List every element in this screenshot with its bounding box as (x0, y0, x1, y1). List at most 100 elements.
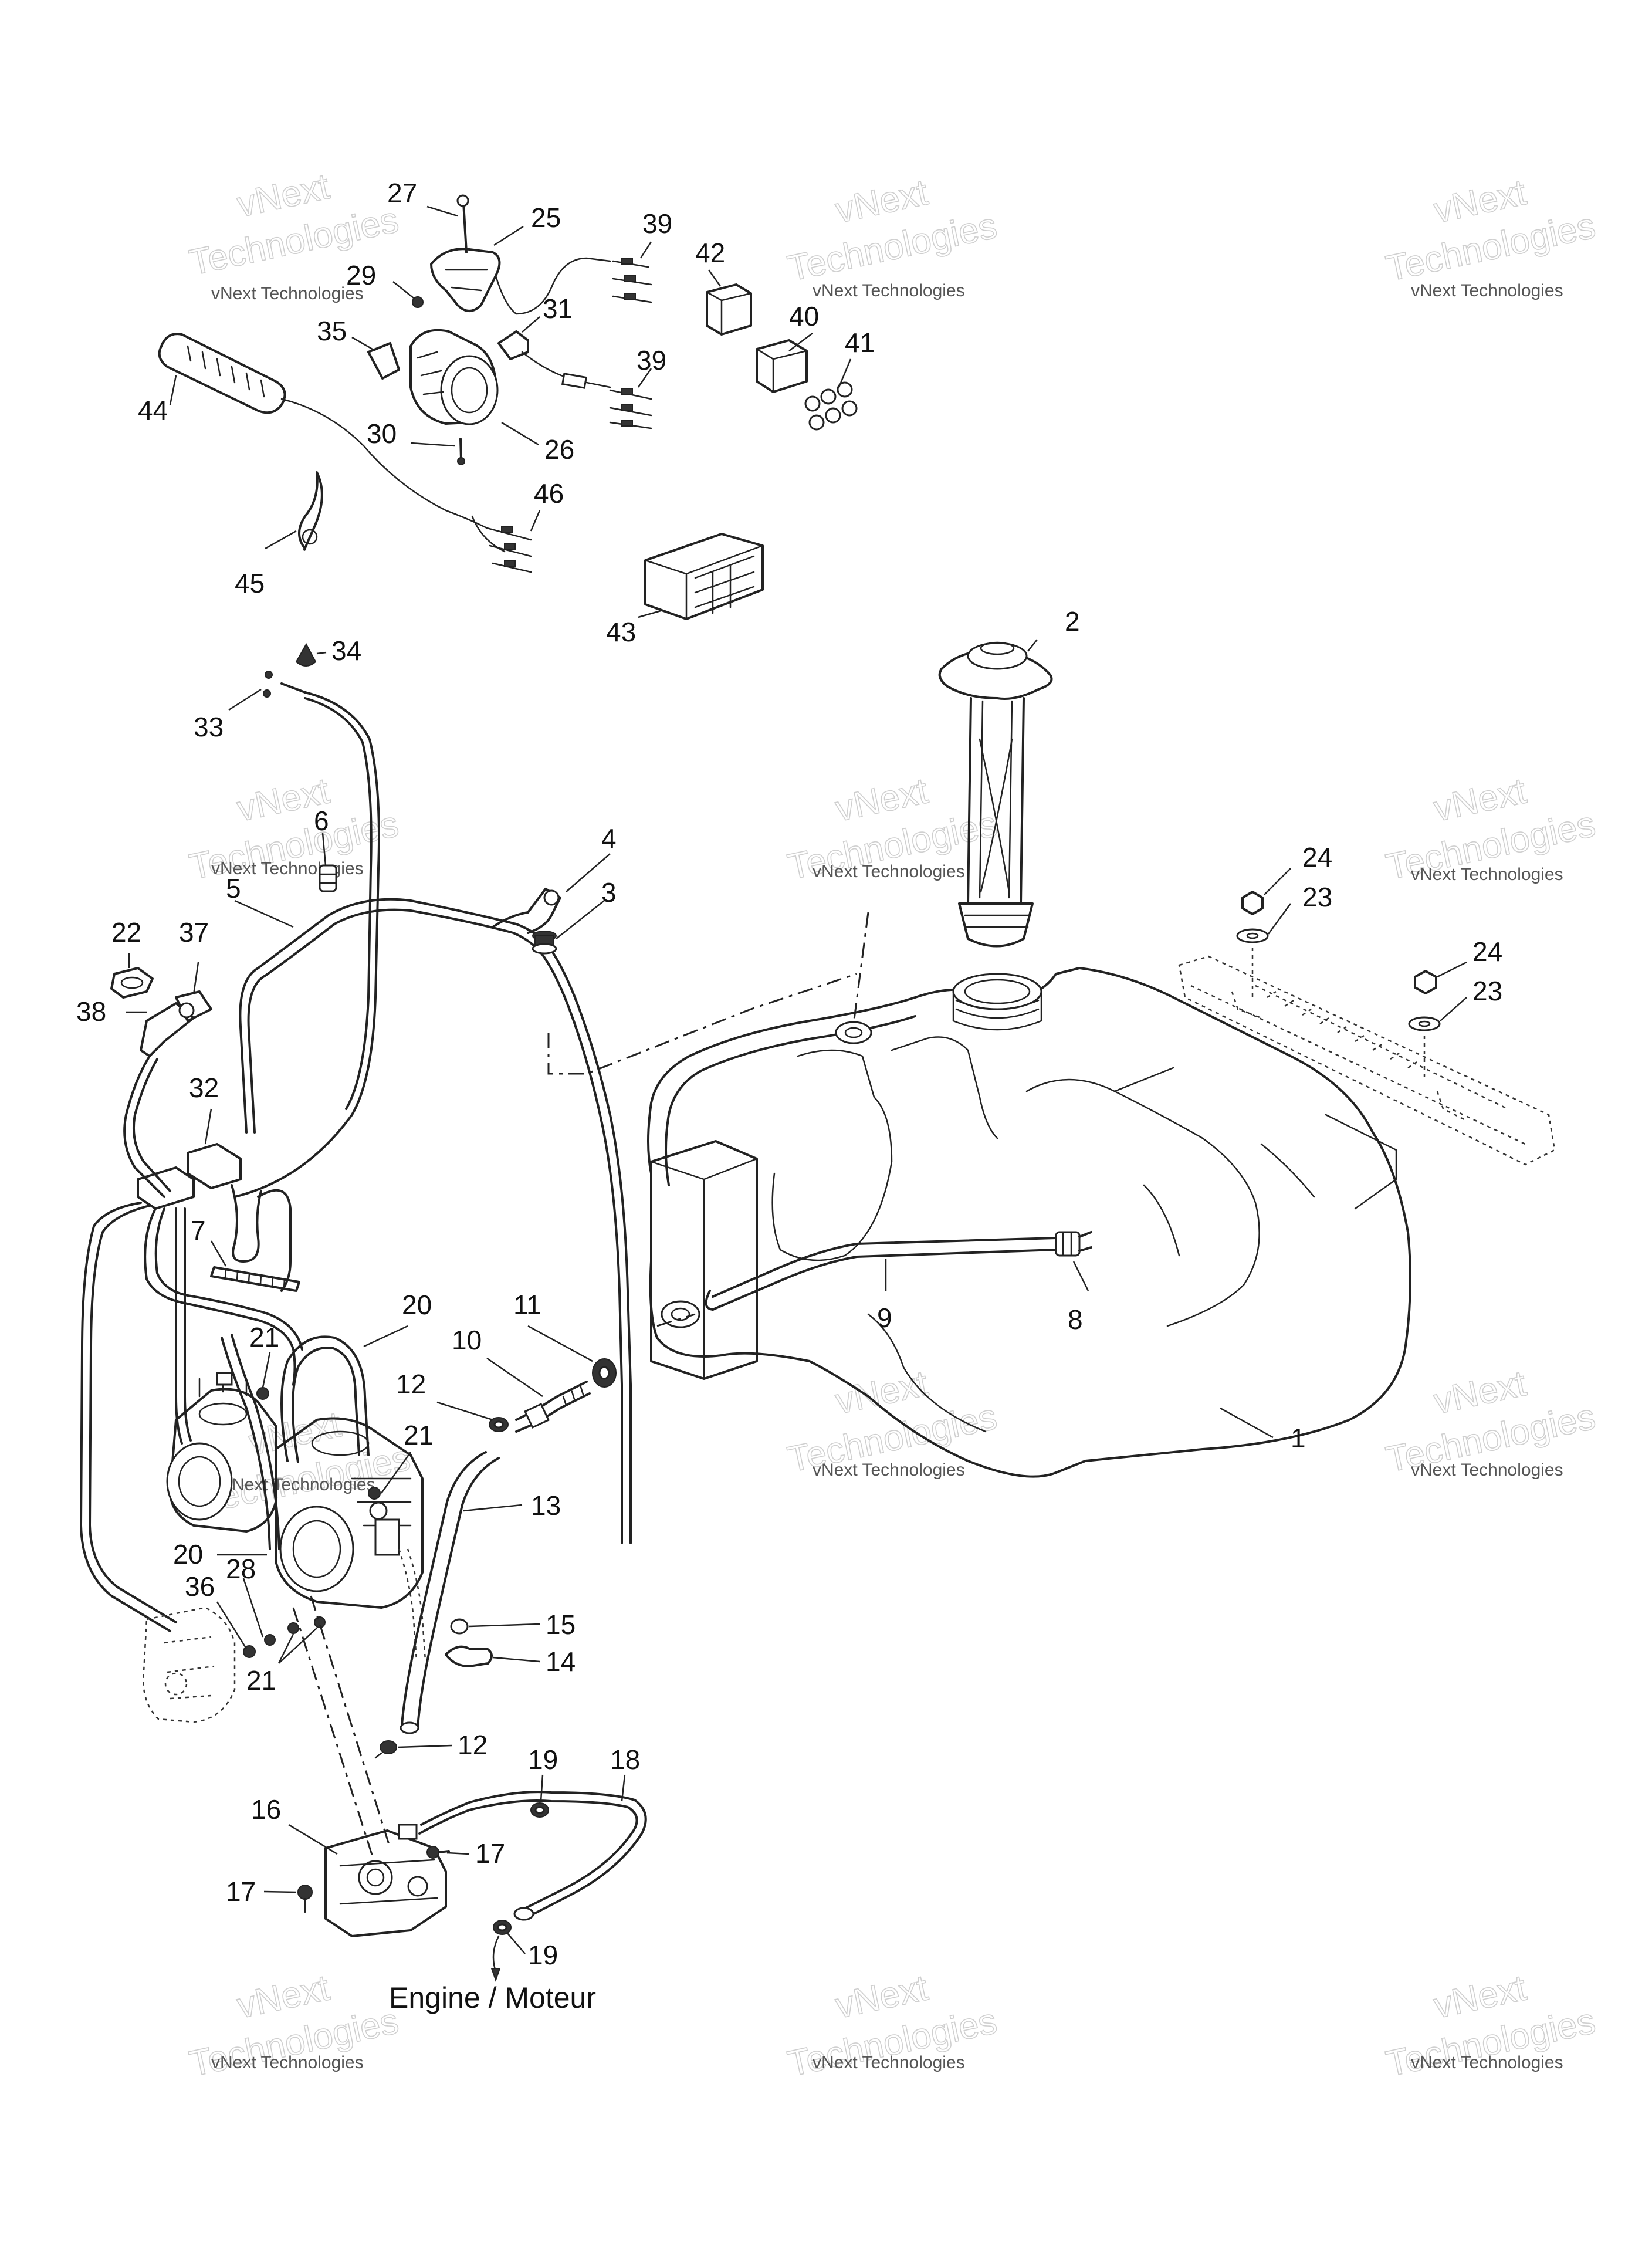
callout-37: 37 (179, 917, 209, 948)
cap-part-34 (295, 642, 317, 667)
callout-33: 33 (194, 712, 224, 742)
callout-21: 21 (246, 1665, 276, 1696)
choke-lever-part-37 (140, 990, 212, 1057)
nut-part-22 (110, 967, 154, 999)
cables-group (80, 642, 632, 1632)
callout-14: 14 (546, 1646, 576, 1677)
fuel-hose-part-13 (400, 1451, 500, 1734)
callout-38: 38 (76, 996, 106, 1027)
callout-27: 27 (387, 178, 417, 208)
fitting-part-6 (319, 864, 337, 892)
watermark-text: vNext Technologies (1411, 281, 1563, 300)
callout-39: 39 (642, 208, 672, 239)
fuel-pump-group (292, 1358, 647, 1983)
callout-42: 42 (695, 238, 725, 268)
watermark-text: vNext Technologies (813, 862, 965, 881)
screw-part-29 (412, 296, 424, 308)
throttle-housing-part-26 (409, 329, 499, 425)
cable-end-part-33 (263, 671, 306, 698)
watermark-text: vNext Technologies (1411, 2053, 1563, 2072)
fitting-part-8 (1055, 1231, 1092, 1257)
callout-21: 21 (249, 1322, 279, 1352)
callout-31: 31 (543, 293, 573, 324)
terminals-part-46 (486, 526, 532, 573)
callout-24: 24 (1302, 842, 1332, 872)
callout-19: 19 (528, 1940, 558, 1970)
oil-pump-body (143, 1606, 236, 1723)
callout-12: 12 (458, 1730, 488, 1760)
callout-26: 26 (544, 434, 574, 465)
tank-outlet-port (661, 1300, 700, 1328)
callout-15: 15 (546, 1609, 576, 1640)
pickup-tube-part-9 (705, 1237, 1057, 1311)
callout-1: 1 (1291, 1423, 1306, 1453)
filler-neck (952, 973, 1042, 1031)
callout-21: 21 (404, 1420, 434, 1450)
tie-strap-part-7 (210, 1266, 300, 1292)
hose-part-18 (418, 1791, 647, 1921)
callout-22: 22 (111, 917, 141, 948)
terminals-part-41 (804, 381, 858, 431)
callout-16: 16 (251, 1794, 281, 1825)
callout-32: 32 (189, 1073, 219, 1103)
washer-part-23 (1236, 928, 1269, 943)
callout-29: 29 (346, 260, 376, 290)
washer-part-28 (264, 1634, 276, 1646)
clamp-part-21 (314, 1616, 326, 1628)
grommet-part-11 (592, 1358, 617, 1388)
watermark: vNext Technologies (1382, 172, 1599, 290)
bracket-part-25 (430, 248, 501, 312)
junction-block-part-32 (137, 1143, 242, 1210)
callout-23: 23 (1472, 976, 1502, 1006)
watermark-text: vNext Technologies (211, 859, 364, 878)
fuel-valve-part-10 (515, 1381, 591, 1433)
callout-18: 18 (610, 1744, 640, 1775)
connector-part-42 (706, 283, 752, 336)
callout-25: 25 (531, 202, 561, 233)
callout-7: 7 (191, 1215, 206, 1246)
callout-46: 46 (534, 478, 564, 509)
clamp-part-19 (493, 1920, 512, 1935)
clip-part-35 (367, 342, 400, 380)
callout-17: 17 (226, 1876, 256, 1907)
callout-41: 41 (845, 327, 875, 358)
callout-24: 24 (1472, 936, 1502, 967)
callout-6: 6 (314, 806, 329, 836)
callout-40: 40 (789, 301, 819, 331)
clamp-part-12 (489, 1417, 509, 1432)
screw-part-17 (426, 1846, 450, 1859)
callout-19: 19 (528, 1744, 558, 1775)
callout-8: 8 (1068, 1304, 1083, 1335)
fuel-tank-part-1 (647, 967, 1411, 1478)
nut-part-24 (1414, 970, 1437, 994)
tank-vent-port (835, 1021, 872, 1044)
callout-9: 9 (877, 1303, 892, 1333)
tie-wrap-part-45 (298, 471, 323, 551)
callout-20: 20 (402, 1290, 432, 1320)
watermark-text: vNext Technologies (1411, 1460, 1563, 1480)
clamp-part-21 (287, 1622, 299, 1634)
callout-45: 45 (235, 568, 265, 598)
grommet-part-3 (532, 931, 557, 955)
callout-3: 3 (601, 877, 617, 908)
nut-part-24 (1241, 891, 1264, 915)
carburetor-right (275, 1417, 424, 1609)
clamp-part-12 (374, 1740, 397, 1759)
connector-part-40 (756, 339, 808, 393)
grommet-part-15 (450, 1618, 469, 1635)
terminals-part-39-upper (612, 258, 652, 303)
callout-4: 4 (601, 823, 617, 854)
terminals-part-39-lower (609, 388, 652, 429)
throttle-housing-group (158, 194, 611, 553)
arrow-icon (490, 1968, 501, 1983)
watermark: vNext Technologies (784, 172, 1001, 290)
washer-part-23 (1408, 1016, 1441, 1031)
watermark-text: vNext Technologies (813, 1460, 965, 1480)
callout-10: 10 (452, 1325, 482, 1355)
callout-44: 44 (138, 395, 168, 425)
bracket-part-14 (445, 1645, 493, 1667)
callout-23: 23 (1302, 882, 1332, 912)
connector-part-43 (644, 533, 764, 620)
callout-17: 17 (475, 1838, 505, 1869)
watermark-text: vNext Technologies (813, 2053, 965, 2072)
